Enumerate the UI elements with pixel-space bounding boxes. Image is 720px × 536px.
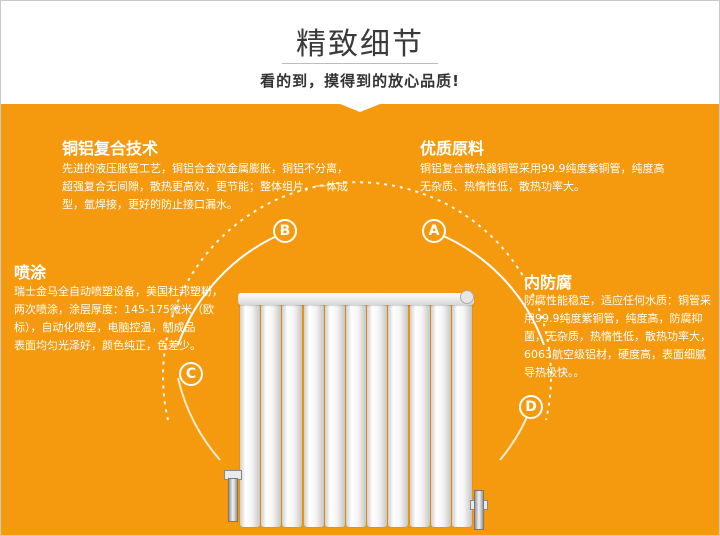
desc-line: 表面均匀光泽好，颜色纯正，色差少。 [14, 339, 201, 352]
feature-anti-corrosion-title: 内防腐 [524, 273, 573, 292]
desc-line: 型，氩焊接，更好的防止接口漏水。 [62, 198, 238, 211]
radiator-column [261, 301, 282, 527]
desc-line: 先进的液压胀管工艺，铜铝合金双金属膨胀，铜铝不分离， [62, 162, 348, 175]
badge-b: B [273, 219, 297, 243]
feature-quality-material-title: 优质原料 [420, 139, 485, 158]
radiator-column [430, 301, 451, 527]
desc-line: 防腐性能稳定，适应任何水质：铜管采 [524, 294, 711, 307]
banner-notch [330, 100, 390, 112]
desc-line: 6063航空级铝材，硬度高，表面细腻 [524, 348, 706, 361]
radiator-top-header [238, 293, 474, 305]
page-title: 精致细节 [296, 27, 424, 62]
desc-line: 标），自动化喷塑，电脑控温，制成品 [14, 321, 196, 334]
page-subtitle: 看的到，摸得到的放心品质! [260, 72, 460, 90]
header-banner: 精致细节 看的到，摸得到的放心品质! [0, 0, 720, 104]
feature-anti-corrosion-desc: 防腐性能稳定，适应任何水质：铜管采 用99.9纯度紫铜管，纯度高，防腐抑 菌，无… [524, 292, 718, 382]
left-valve [228, 478, 238, 522]
radiator-end-cap [460, 290, 474, 304]
feature-copper-aluminum-title: 铜铝复合技术 [62, 139, 159, 158]
feature-copper-aluminum-desc: 先进的液压胀管工艺，铜铝合金双金属膨胀，铜铝不分离， 超强复合无间隙，散热更高效… [62, 160, 362, 214]
right-valve [474, 490, 484, 530]
title-divider [282, 63, 438, 64]
feature-spray-coating-desc: 瑞士金马全自动喷塑设备，美国杜邦塑粉， 两次喷涂，涂层厚度：145-175微米（… [14, 283, 234, 355]
feature-quality-material-desc: 铜铝复合散热器铜管采用99.9纯度紫铜管，纯度高 无杂质、热惰性低，散热功率大。 [420, 160, 710, 196]
badge-a: A [422, 219, 446, 243]
radiator-column [240, 301, 260, 527]
radiator-column [282, 301, 303, 527]
badge-c: C [179, 362, 203, 386]
radiator-image [238, 290, 474, 529]
radiator-column [324, 301, 345, 527]
desc-line: 铜铝复合散热器铜管采用99.9纯度紫铜管，纯度高 [420, 162, 665, 175]
badge-d: D [519, 395, 543, 419]
desc-line: 超强复合无间隙，散热更高效，更节能；整体组片，一体成 [62, 180, 348, 193]
desc-line: 菌，无杂质，热惰性低，散热功率大， [524, 330, 711, 343]
radiator-column [303, 301, 324, 527]
desc-line: 用99.9纯度紫铜管，纯度高，防腐抑 [524, 312, 703, 325]
desc-line: 导热极快。。 [524, 366, 585, 379]
radiator-column [452, 301, 472, 527]
desc-line: 两次喷涂，涂层厚度：145-175微米（欧 [14, 303, 214, 316]
radiator-column [367, 301, 388, 527]
radiator-column [346, 301, 366, 527]
desc-line: 无杂质、热惰性低，散热功率大。 [420, 180, 585, 193]
radiator-column [409, 301, 430, 527]
feature-spray-coating-title: 喷涂 [14, 263, 47, 282]
desc-line: 瑞士金马全自动喷塑设备，美国杜邦塑粉， [14, 285, 223, 298]
radiator-column [388, 301, 409, 527]
